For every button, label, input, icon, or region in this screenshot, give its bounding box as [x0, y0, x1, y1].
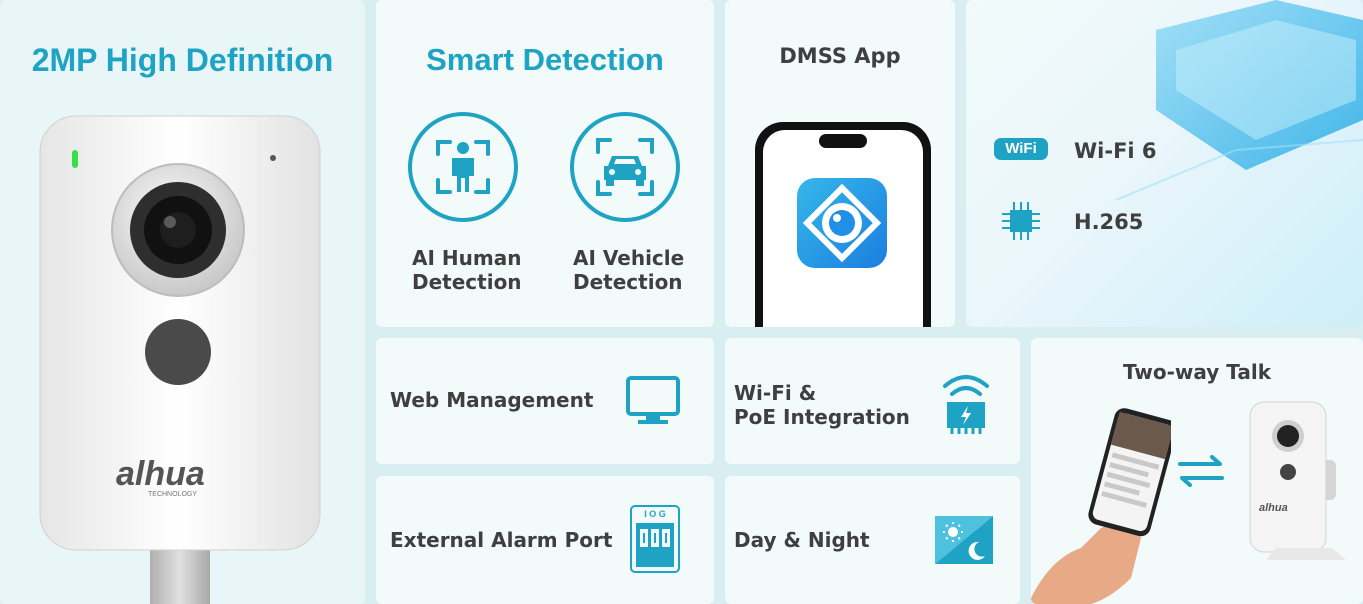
smart-detection-panel: Smart Detection AI Human Detection AI Ve…	[376, 0, 714, 327]
wifi6-badge-icon: WiFi	[994, 138, 1048, 160]
vehicle-detection-line2: Detection	[573, 270, 683, 294]
two-way-talk-title: Two-way Talk	[1122, 360, 1272, 384]
hd-panel: 2MP High Definition	[0, 0, 365, 604]
human-detection-line1: AI Human	[412, 246, 522, 270]
swap-arrows-icon	[1178, 455, 1224, 487]
monitor-icon	[626, 376, 680, 424]
alarm-port-panel: External Alarm Port I O G	[376, 476, 714, 604]
codec-label: H.265	[1074, 210, 1144, 234]
smart-detection-title: Smart Detection	[426, 42, 664, 77]
day-night-panel: Day & Night	[725, 476, 1020, 604]
chip-stack-illustration	[1116, 0, 1363, 200]
human-detection-icon	[408, 112, 518, 222]
dmss-app-icon	[797, 178, 887, 268]
wifi6-label: Wi-Fi 6	[1074, 139, 1157, 163]
small-camera-illustration	[1249, 401, 1346, 560]
brand-logo-sub: TECHNOLOGY	[148, 491, 198, 498]
poe-line1: Wi-Fi &	[734, 381, 817, 405]
alarm-port-label: External Alarm Port	[390, 528, 613, 552]
processor-chip-icon	[1002, 202, 1040, 240]
brand-logo-text: alhua	[116, 455, 205, 493]
vehicle-detection-icon	[570, 112, 680, 222]
vehicle-detection-label: AI Vehicle Detection	[573, 246, 684, 294]
hand-phone-illustration	[1031, 408, 1171, 604]
web-management-panel: Web Management	[376, 338, 714, 464]
human-detection-line2: Detection	[412, 270, 522, 294]
dmss-title: DMSS App	[779, 44, 901, 68]
two-way-talk-panel: Two-way Talk alhua	[1031, 338, 1363, 604]
poe-line2: PoE Integration	[734, 405, 910, 429]
poe-panel: Wi-Fi & PoE Integration	[725, 338, 1020, 464]
small-camera-brand: alhua	[1259, 502, 1288, 514]
brand-logo: alhua TECHNOLOGY	[116, 457, 256, 498]
dmss-panel: DMSS App	[725, 0, 955, 327]
human-detection-label: AI Human Detection	[412, 246, 522, 294]
vehicle-detection-line1: AI Vehicle	[573, 246, 685, 270]
hd-title: 2MP High Definition	[31, 42, 334, 78]
day-night-icon	[935, 516, 993, 564]
camera-illustration	[39, 115, 321, 604]
wifi-poe-icon	[943, 375, 989, 434]
alarm-port-io-label: I O G	[644, 509, 666, 519]
alarm-port-icon: I O G	[630, 505, 680, 573]
web-management-label: Web Management	[390, 388, 594, 412]
features-panel: WiFi Wi-Fi 6 H.265	[966, 0, 1363, 327]
poe-label: Wi-Fi & PoE Integration	[734, 381, 910, 429]
day-night-label: Day & Night	[734, 528, 870, 552]
